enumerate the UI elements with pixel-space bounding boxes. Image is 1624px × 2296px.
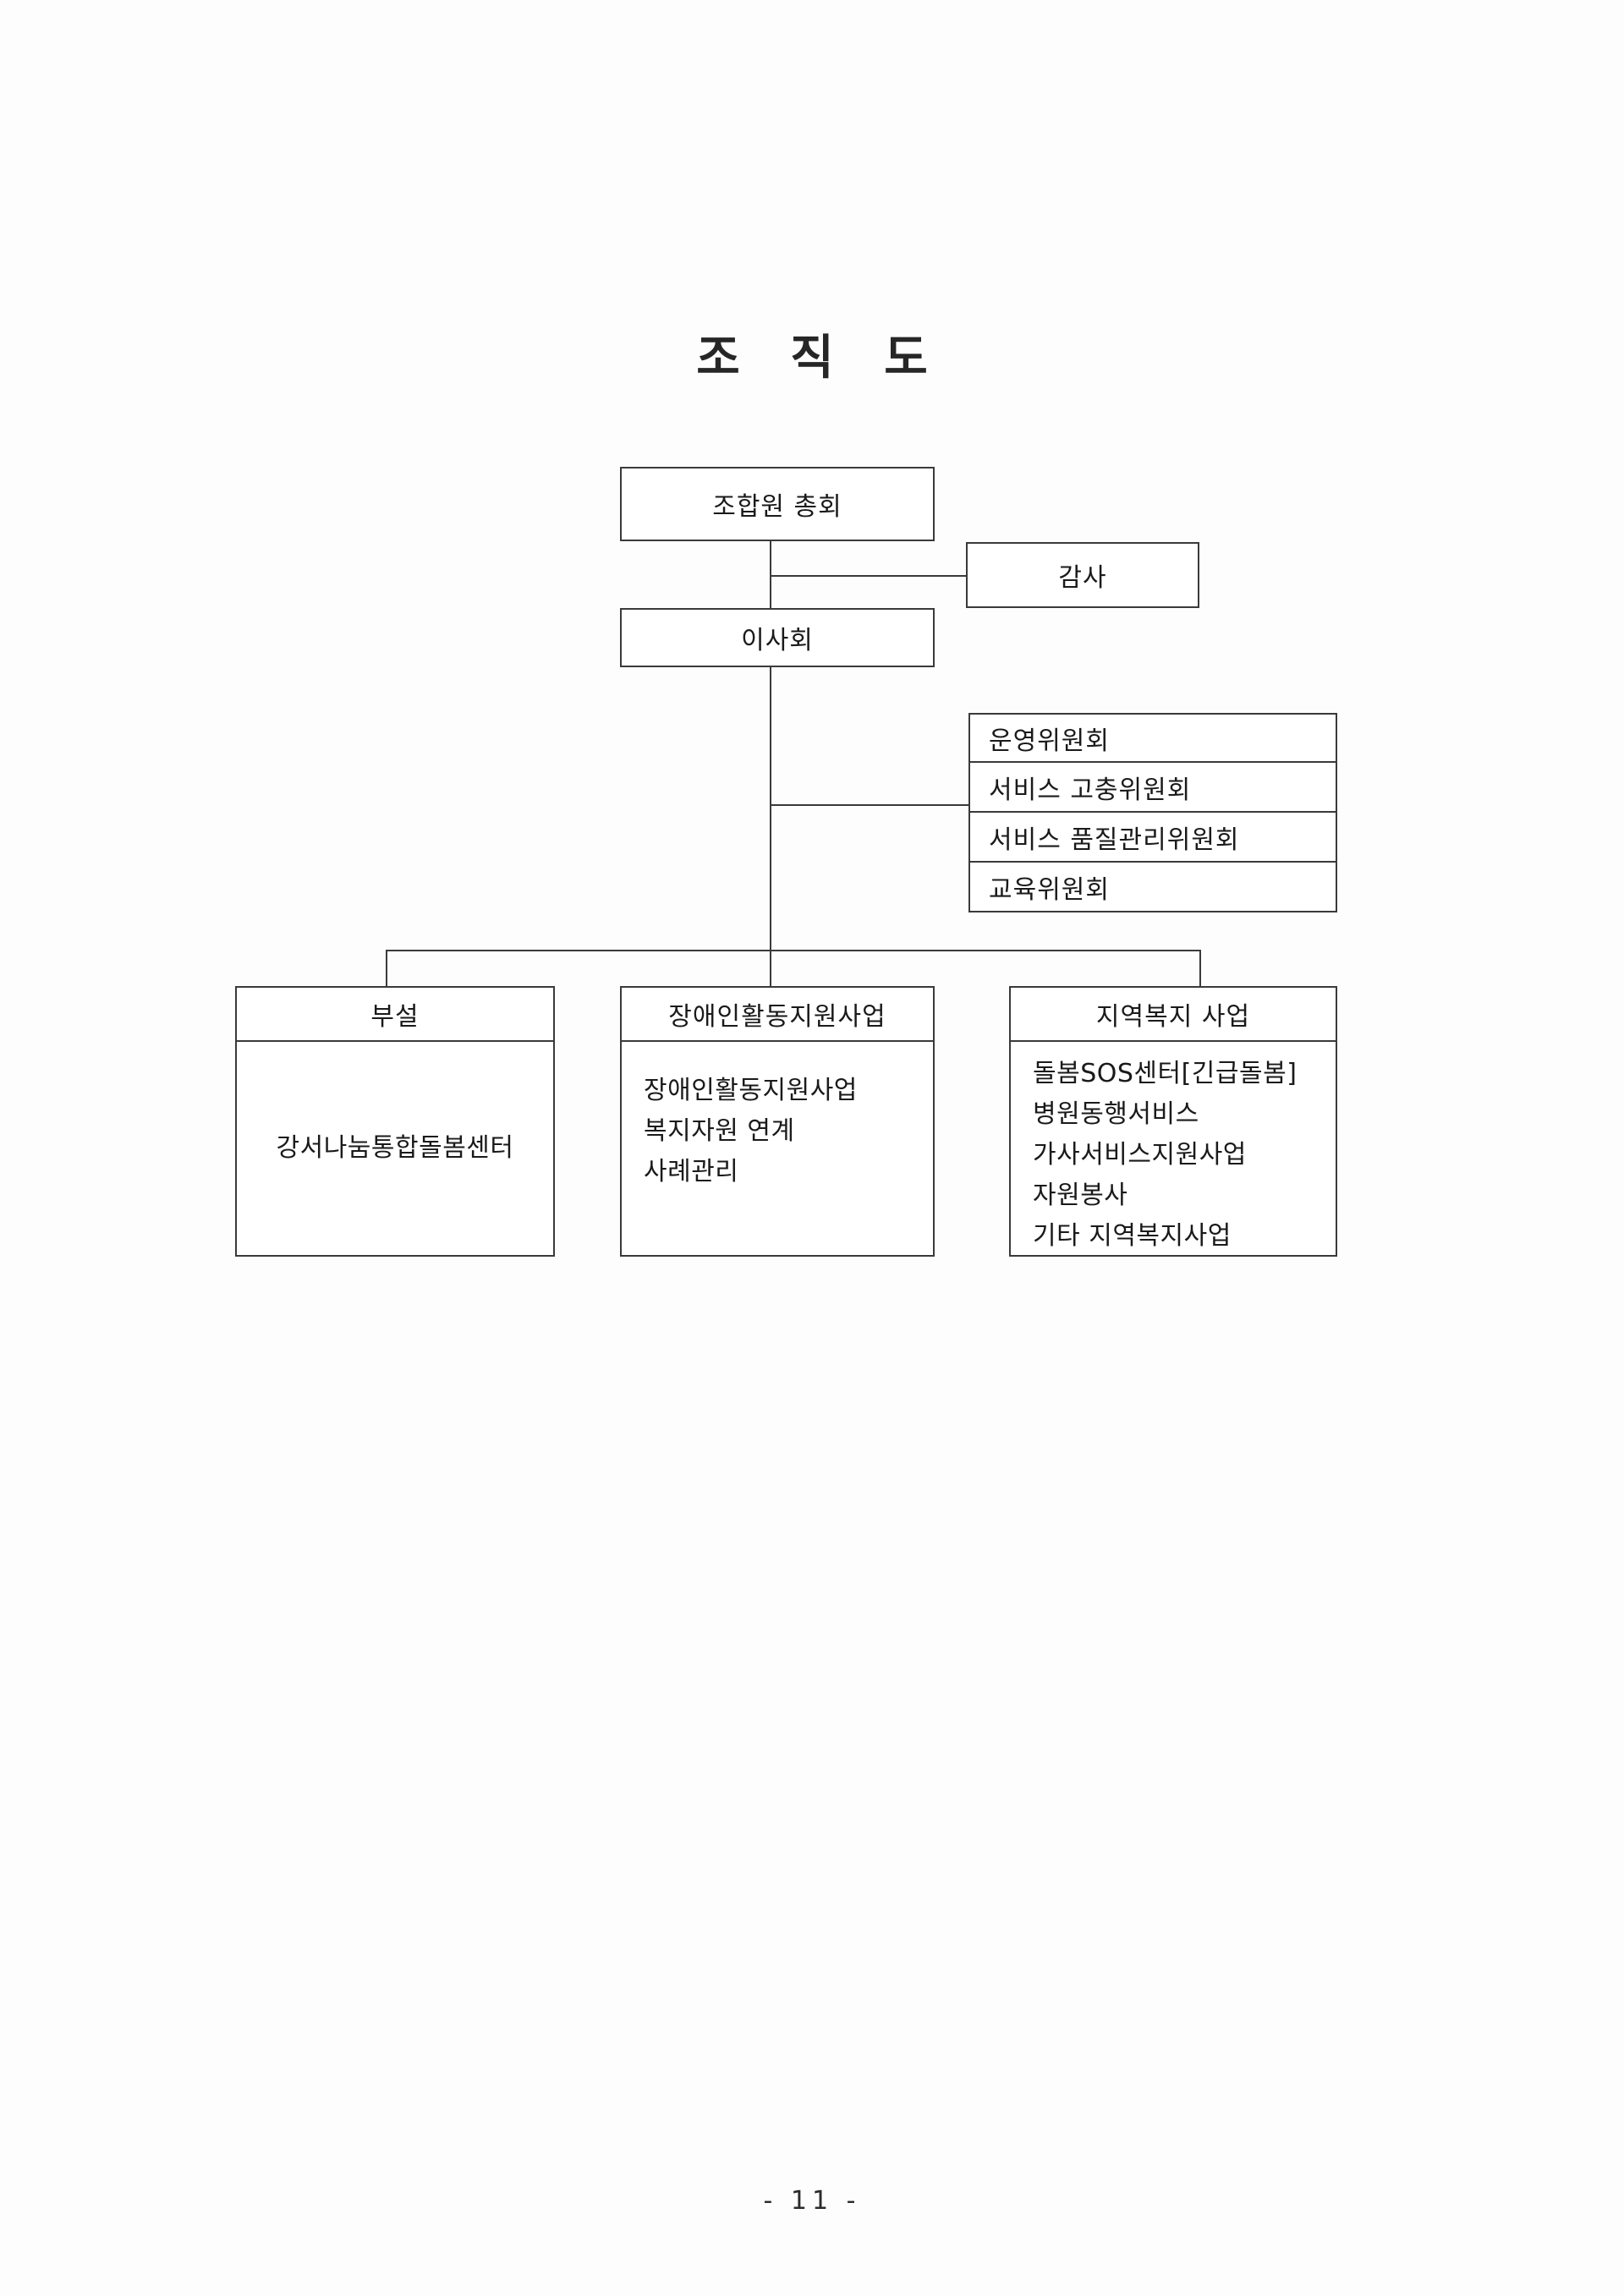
committee-row-service-grievance[interactable]: 서비스 고충위원회 [968, 763, 1337, 813]
committee-row-service-quality[interactable]: 서비스 품질관리위원회 [968, 813, 1337, 863]
committee-row-operations[interactable]: 운영위원회 [968, 713, 1337, 763]
department-item: 사례관리 [644, 1157, 739, 1186]
committee-label: 교육위원회 [989, 874, 1110, 905]
department-item: 강서나눔통합돌봄센터 [276, 1133, 514, 1163]
connector-department-bar [386, 950, 1201, 951]
department-item: 장애인활동지원사업 [644, 1076, 858, 1105]
department-item: 복지자원 연계 [644, 1116, 795, 1146]
connector-drop-disability [770, 950, 771, 987]
department-affiliated-body: 강서나눔통합돌봄센터 [237, 1042, 553, 1255]
committee-row-education[interactable]: 교육위원회 [968, 863, 1337, 912]
connector-to-committees [770, 804, 970, 806]
department-disability-activity-support[interactable]: 장애인활동지원사업 장애인활동지원사업 복지자원 연계 사례관리 [620, 986, 935, 1257]
node-general-assembly[interactable]: 조합원 총회 [620, 467, 935, 541]
node-auditor-label: 감사 [1058, 563, 1107, 593]
department-affiliated[interactable]: 부설 강서나눔통합돌봄센터 [235, 986, 555, 1257]
department-disability-activity-support-body: 장애인활동지원사업 복지자원 연계 사례관리 [622, 1042, 933, 1192]
node-board-of-directors[interactable]: 이사회 [620, 608, 935, 667]
department-community-welfare-body: 돌봄SOS센터[긴급돌봄] 병원동행서비스 가사서비스지원사업 자원봉사 기타 … [1011, 1042, 1336, 1257]
department-community-welfare-header: 지역복지 사업 [1011, 988, 1336, 1042]
connector-main-vertical [770, 540, 771, 951]
page-title: 조 직 도 [696, 331, 945, 386]
department-item: 기타 지역복지사업 [1033, 1221, 1232, 1251]
committee-label: 서비스 고충위원회 [989, 775, 1192, 805]
node-general-assembly-label: 조합원 총회 [712, 492, 842, 522]
department-item: 자원봉사 [1033, 1181, 1128, 1210]
department-item: 가사서비스지원사업 [1033, 1140, 1247, 1170]
connector-drop-affiliated [386, 950, 387, 987]
connector-to-auditor [770, 575, 968, 577]
department-community-welfare[interactable]: 지역복지 사업 돌봄SOS센터[긴급돌봄] 병원동행서비스 가사서비스지원사업 … [1009, 986, 1337, 1257]
department-item: 돌봄SOS센터[긴급돌봄] [1033, 1059, 1298, 1088]
department-affiliated-header: 부설 [237, 988, 553, 1042]
node-auditor[interactable]: 감사 [966, 542, 1199, 608]
page-number: - 11 - [763, 2186, 861, 2216]
department-disability-activity-support-header: 장애인활동지원사업 [622, 988, 933, 1042]
connector-drop-community [1199, 950, 1201, 987]
committee-label: 서비스 품질관리위원회 [989, 825, 1240, 855]
committee-label: 운영위원회 [989, 726, 1110, 756]
node-board-of-directors-label: 이사회 [741, 626, 814, 655]
department-item: 병원동행서비스 [1033, 1099, 1199, 1129]
